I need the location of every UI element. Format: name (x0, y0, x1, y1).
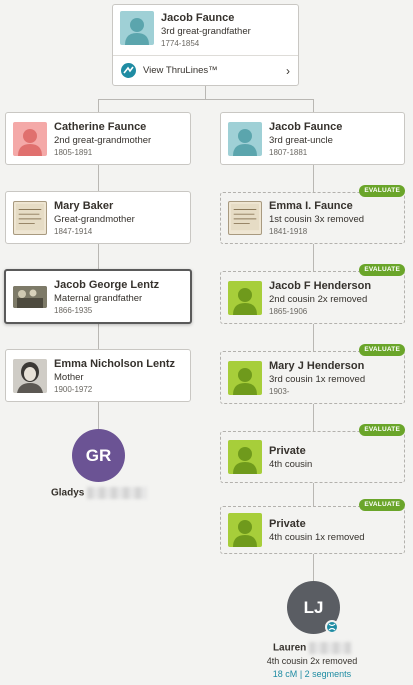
person-name: Emma I. Faunce (269, 200, 353, 212)
life-years: 1807-1881 (269, 147, 308, 157)
green-silhouette-icon (228, 440, 262, 474)
user-name-label: Gladys (40, 487, 160, 499)
chevron-right-icon: › (286, 63, 290, 78)
document-photo-icon (228, 201, 262, 235)
old-photo-icon (13, 285, 47, 308)
life-years: 1865-1906 (269, 306, 308, 316)
user-avatar[interactable]: GR (72, 429, 125, 482)
relationship: 4th cousin (269, 458, 313, 470)
connector-line (205, 86, 206, 100)
relationship: 4th cousin 1x removed (269, 531, 365, 543)
match-name-label: Lauren (232, 642, 392, 654)
connector-line (98, 99, 99, 113)
person-card[interactable]: Mary Baker Great-grandmother 1847-1914 (5, 191, 191, 244)
female-silhouette-icon (13, 121, 47, 156)
potential-ancestor-card[interactable]: EVALUATE Mary J Henderson 3rd cousin 1x … (220, 344, 405, 404)
person-name: Private (269, 444, 306, 457)
person-card[interactable]: Emma Nicholson Lentz Mother 1900-1972 (5, 349, 191, 402)
common-ancestor-card[interactable]: Jacob Faunce 3rd great-grandfather 1774-… (112, 4, 299, 86)
match-name: Lauren (272, 642, 307, 654)
relationship: 2nd cousin 2x removed (269, 293, 368, 305)
life-years: 1866-1935 (54, 305, 93, 315)
person-name: Jacob F Henderson (269, 279, 372, 292)
person-name: Jacob Faunce (269, 120, 343, 133)
green-silhouette-icon (228, 513, 262, 547)
life-years: 1805-1891 (54, 147, 93, 157)
relationship: 3rd great-grandfather (161, 26, 251, 37)
potential-relative-card[interactable]: EVALUATE Private 4th cousin (220, 424, 405, 483)
view-thrulines-link[interactable]: View ThruLines™ › (113, 55, 298, 85)
green-silhouette-icon (228, 360, 262, 395)
person-name: Private (269, 517, 306, 530)
match-relationship: 4th cousin 2x removed (266, 656, 358, 666)
potential-ancestor-card[interactable]: EVALUATE Jacob F Henderson 2nd cousin 2x… (220, 264, 405, 324)
evaluate-badge[interactable]: EVALUATE (359, 499, 405, 511)
user-initials: GR (85, 445, 112, 465)
match-initials: LJ (303, 597, 324, 617)
connector-line (313, 99, 314, 113)
relationship: 2nd great-grandmother (54, 134, 152, 146)
user-name: Gladys (51, 487, 85, 499)
relationship: 1st cousin 3x removed (269, 214, 365, 225)
life-years: 1841-1918 (269, 227, 308, 236)
relationship: 3rd great-uncle (269, 134, 333, 146)
male-silhouette-icon (120, 11, 154, 45)
thrulines-label: View ThruLines™ (143, 65, 218, 76)
shared-cm-link[interactable]: 18 cM (272, 669, 298, 679)
person-name: Jacob Faunce (161, 12, 235, 24)
connector-line (98, 99, 314, 100)
thrulines-icon (121, 63, 136, 78)
life-years: 1847-1914 (54, 226, 93, 236)
match-dna-info: 18 cM | 2 segments (232, 669, 392, 679)
relationship: Mother (54, 371, 84, 383)
relationship: 3rd cousin 1x removed (269, 373, 366, 385)
redacted-surname (87, 487, 148, 499)
person-name: Mary Baker (54, 199, 114, 212)
redacted-surname (309, 642, 352, 654)
evaluate-badge[interactable]: EVALUATE (359, 185, 405, 197)
life-years: 1900-1972 (54, 384, 93, 394)
person-card-selected[interactable]: Jacob George Lentz Maternal grandfather … (4, 269, 192, 324)
shared-segments-link[interactable]: 2 segments (304, 669, 352, 679)
evaluate-badge[interactable]: EVALUATE (359, 344, 405, 356)
relationship: Great-grandmother (54, 213, 135, 225)
document-photo-icon (13, 200, 47, 235)
life-years: 1903- (269, 386, 290, 396)
dna-match-icon (325, 620, 339, 634)
green-silhouette-icon (228, 280, 262, 315)
potential-relative-card[interactable]: EVALUATE Private 4th cousin 1x removed (220, 499, 405, 554)
person-name: Mary J Henderson (269, 359, 365, 372)
person-name: Emma Nicholson Lentz (54, 357, 176, 370)
potential-ancestor-card[interactable]: EVALUATE Emma I. Faunce 1st cousin 3x re… (220, 185, 405, 244)
separator: | (297, 669, 305, 679)
person-card[interactable]: Jacob Faunce 3rd great-uncle 1807-1881 (220, 112, 405, 165)
male-silhouette-icon (228, 121, 262, 156)
portrait-photo-icon (13, 358, 47, 393)
life-years: 1774-1854 (161, 39, 200, 48)
person-name: Catherine Faunce (54, 120, 147, 133)
relationship: Maternal grandfather (54, 292, 143, 304)
person-card[interactable]: Catherine Faunce 2nd great-grandmother 1… (5, 112, 191, 165)
evaluate-badge[interactable]: EVALUATE (359, 424, 405, 436)
evaluate-badge[interactable]: EVALUATE (359, 264, 405, 276)
person-name: Jacob George Lentz (54, 278, 160, 291)
